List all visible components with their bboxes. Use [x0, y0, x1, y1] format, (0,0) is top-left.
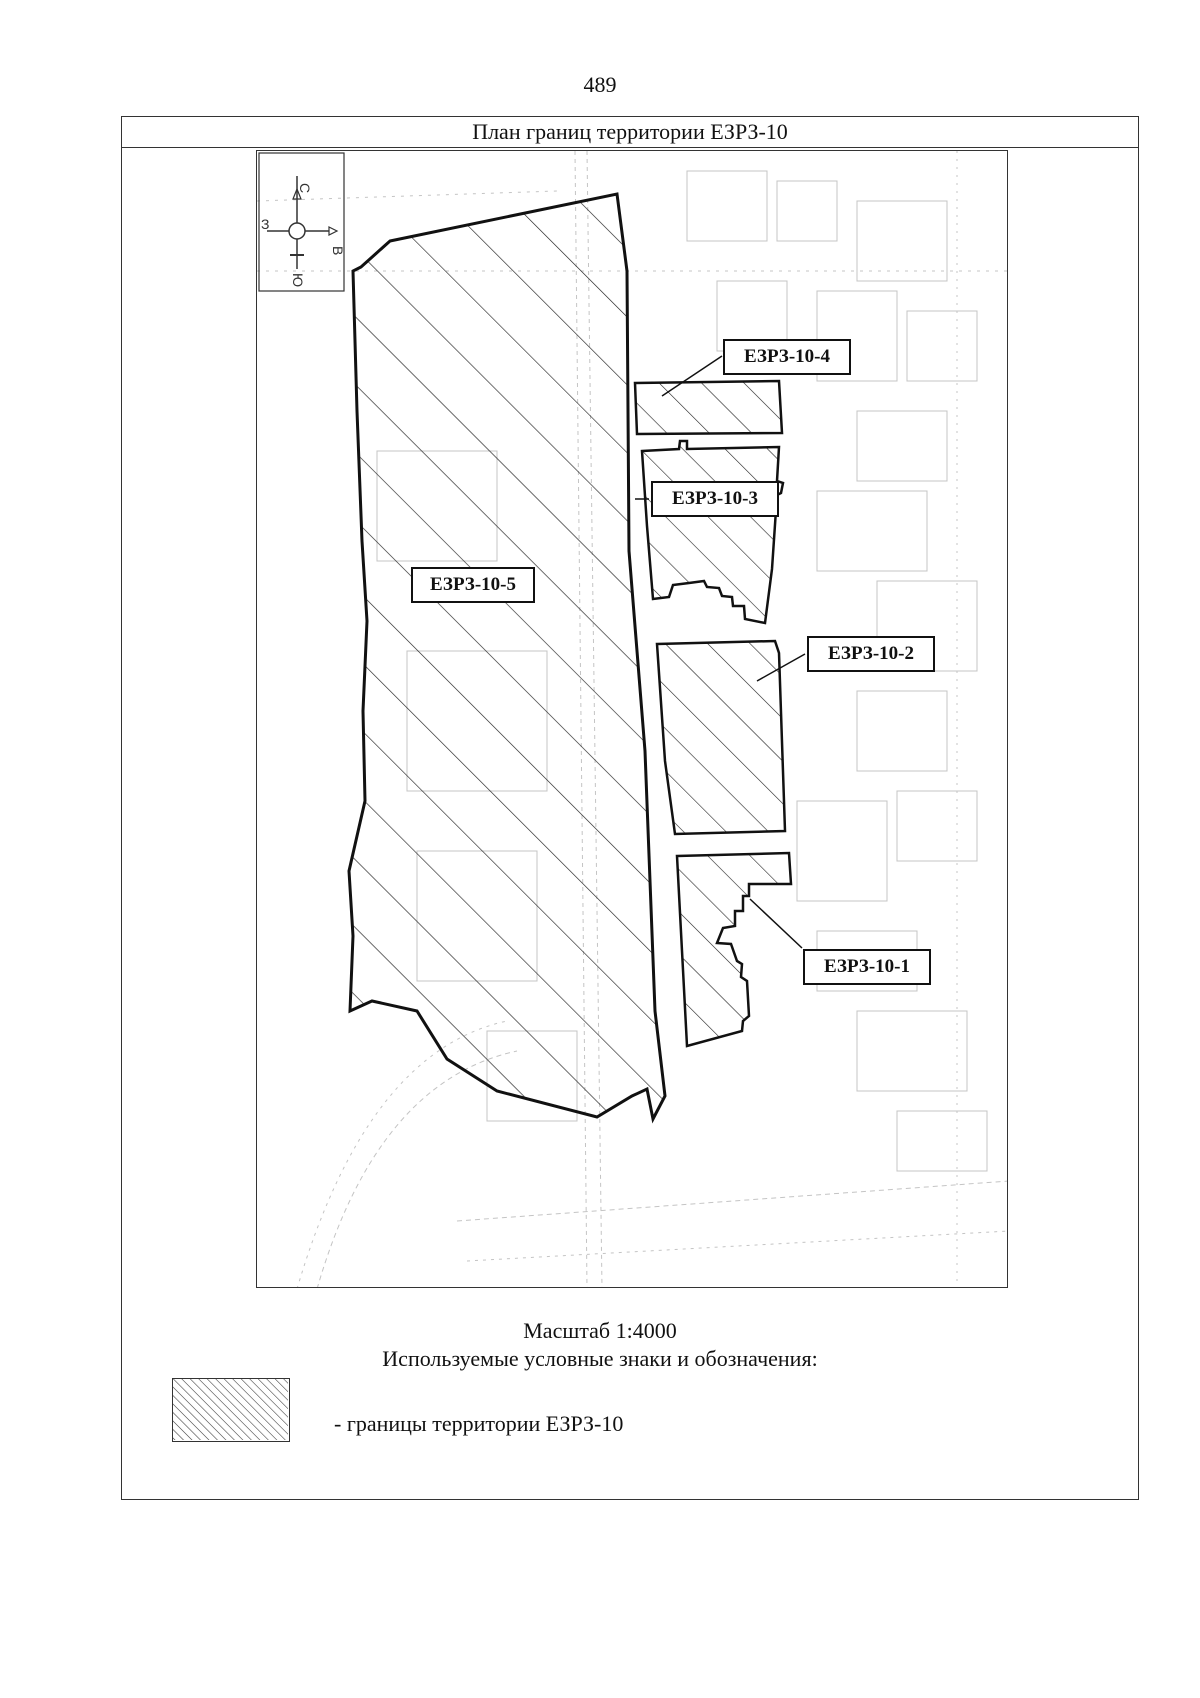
legend-title: Используемые условные знаки и обозначени… [382, 1346, 818, 1371]
legend-hatch-icon [173, 1379, 288, 1440]
zone-5-area[interactable] [347, 192, 667, 1124]
zone-2-area[interactable] [655, 639, 787, 836]
compass-north: С [297, 183, 313, 193]
zone-1-area[interactable] [675, 851, 793, 1048]
map-svg: С З В Ю [257, 151, 1007, 1287]
zone-3-area[interactable] [640, 439, 785, 625]
zone-5-label: ЕЗРЗ-10-5 [411, 567, 535, 603]
leader-lines [635, 355, 806, 949]
page-number: 489 [583, 72, 617, 97]
zone-2-label: ЕЗРЗ-10-2 [807, 636, 935, 672]
compass-east: В [330, 246, 346, 255]
legend-hatch-swatch [172, 1378, 290, 1442]
compass-west: З [261, 216, 269, 232]
compass-south: Ю [290, 273, 306, 287]
map-frame: План границ территории ЕЗРЗ-10 [121, 116, 1139, 1500]
zone-1-label: ЕЗРЗ-10-1 [803, 949, 931, 985]
compass-rose [258, 152, 345, 292]
map-scale: Масштаб 1:4000 [523, 1318, 677, 1343]
zone-3-label: ЕЗРЗ-10-3 [651, 481, 779, 517]
legend-item-text: - границы территории ЕЗРЗ-10 [334, 1411, 624, 1436]
map-canvas: С З В Ю ЕЗРЗ-10-5 ЕЗРЗ-10-4 ЕЗРЗ-10-3 ЕЗ… [256, 150, 1008, 1288]
zone-4-area[interactable] [633, 379, 784, 436]
zone-4-label: ЕЗРЗ-10-4 [723, 339, 851, 375]
map-title: План границ территории ЕЗРЗ-10 [122, 117, 1138, 148]
